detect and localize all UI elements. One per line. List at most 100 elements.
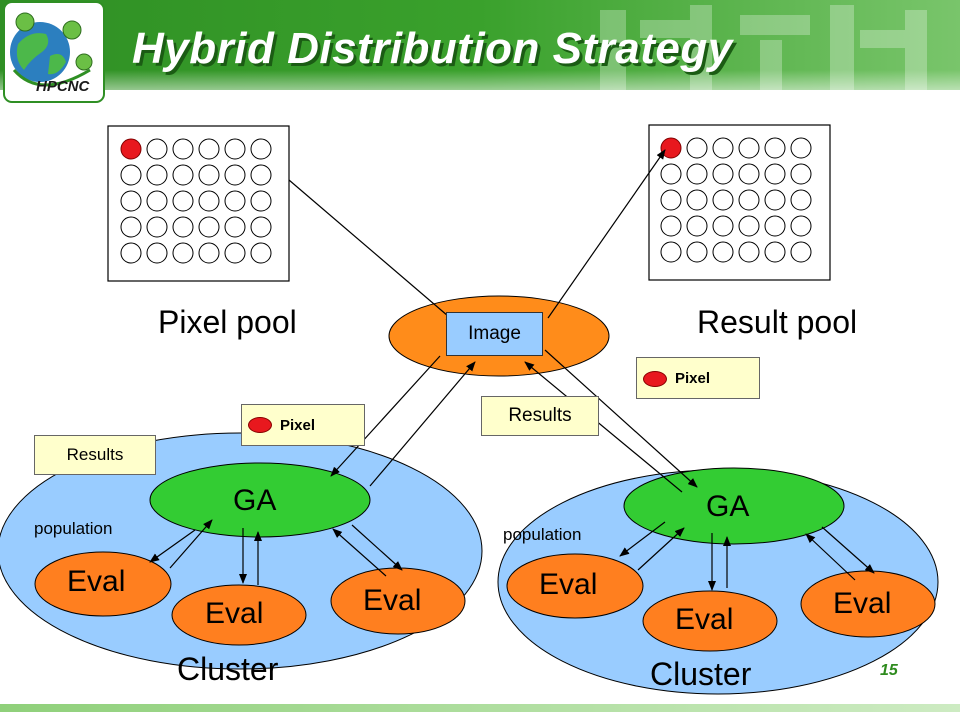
- ga-right-ellipse: [623, 467, 845, 545]
- page-number: 15: [880, 662, 898, 679]
- logo-label: HPCNC: [36, 78, 90, 95]
- arrow-ga-left-eval-3-down: [351, 524, 403, 571]
- pixel-pool-pixel: [146, 164, 168, 186]
- pixel-pool-grid: [120, 138, 272, 264]
- arrow-image-to-ga-left: [330, 355, 441, 477]
- result-pool-pixel: [686, 189, 708, 211]
- result-pool-pixel: [738, 241, 760, 263]
- eval-right-2: [642, 590, 778, 652]
- pixel-pool-pixel: [146, 216, 168, 238]
- pixel-pool-pixel: [146, 138, 168, 160]
- pixel-pool-pixel: [172, 242, 194, 264]
- pixel-pool-pixel: [198, 216, 220, 238]
- population-right-label: population: [503, 525, 582, 544]
- result-pool-pixel: [686, 241, 708, 263]
- pixel-pool-pixel: [250, 164, 272, 186]
- result-pool-pixel: [660, 189, 682, 211]
- pixel-pool-pixel: [224, 190, 246, 212]
- ga-right-label: GA: [706, 490, 750, 523]
- pixel-pool-pixel: [224, 216, 246, 238]
- result-pool-pixel: [764, 137, 786, 159]
- result-pool-pixel: [712, 137, 734, 159]
- pixel-pool-pixel: [224, 242, 246, 264]
- pixel-pool-pixel: [250, 138, 272, 160]
- pixel-pool-pixel: [172, 216, 194, 238]
- pixel-note-left-label: Pixel: [280, 417, 316, 434]
- image-box: Image: [446, 312, 543, 356]
- pixel-pool-pixel: [224, 164, 246, 186]
- arrow-ga-right-to-image: [524, 361, 683, 493]
- arrow-image-to-ga-right: [544, 349, 698, 488]
- eval-right-1: [506, 553, 644, 619]
- result-pool-pixel: [764, 241, 786, 263]
- eval-left-1: [34, 551, 172, 617]
- eval-left-2-label: Eval: [205, 597, 264, 630]
- result-pool-pixel: [738, 137, 760, 159]
- arrow-pixel-pool-to-image: [288, 179, 456, 323]
- footer-bar: [0, 704, 960, 712]
- pixel-pool-pixel: [250, 216, 272, 238]
- pixel-pool-pixel: [198, 138, 220, 160]
- arrow-ga-right-eval-1-down: [619, 521, 666, 557]
- pixel-pool-pixel: [198, 190, 220, 212]
- result-pool-pixel: [660, 163, 682, 185]
- arrow-eval-3-ga-right-up: [805, 533, 856, 581]
- cluster-right-label: Cluster: [650, 656, 752, 692]
- header-banner: Hybrid Distribution Strategy Hybrid Dist…: [0, 0, 960, 105]
- arrow-image-to-result-pool: [547, 149, 666, 319]
- eval-left-3-label: Eval: [363, 584, 422, 617]
- logo-icon: [3, 1, 105, 103]
- pixel-dot-icon: [248, 417, 272, 433]
- result-pool-pixel: [738, 215, 760, 237]
- eval-left-2: [171, 584, 307, 646]
- ga-left-label: GA: [233, 484, 277, 517]
- result-pool-highlighted-pixel: [660, 137, 682, 159]
- arrow-ga-right-eval-3-down: [821, 526, 875, 574]
- eval-left-1-label: Eval: [67, 565, 126, 598]
- result-pool-pixel: [790, 189, 812, 211]
- pixel-pool-pixel: [250, 242, 272, 264]
- page-title-shadow: Hybrid Distribution Strategy: [135, 27, 736, 76]
- arrow-eval-1-ga-left-up: [169, 519, 213, 569]
- result-pool-pixel: [738, 163, 760, 185]
- arrow-ga-left-eval-1-down: [149, 529, 196, 563]
- pixel-pool-pixel: [198, 242, 220, 264]
- pixel-pool-pixel: [146, 242, 168, 264]
- header-background: [0, 0, 960, 105]
- pixel-note-right-label: Pixel: [675, 370, 711, 387]
- result-pool-pixel: [790, 241, 812, 263]
- pixel-pool-pixel: [120, 216, 142, 238]
- cluster-left-label: Cluster: [177, 651, 279, 687]
- result-pool-label: Result pool: [697, 304, 858, 340]
- pixel-note-left: Pixel: [241, 404, 365, 446]
- result-pool-pixel: [712, 241, 734, 263]
- pixel-note-right: Pixel: [636, 357, 760, 399]
- pixel-pool-pixel: [172, 138, 194, 160]
- pixel-pool-highlighted-pixel: [120, 138, 142, 160]
- result-pool-pixel: [712, 163, 734, 185]
- results-note-right: Results: [481, 396, 599, 436]
- result-pool-pixel: [712, 189, 734, 211]
- pixel-pool-pixel: [198, 164, 220, 186]
- eval-right-2-label: Eval: [675, 603, 734, 636]
- result-pool-pixel: [790, 137, 812, 159]
- eval-right-3-label: Eval: [833, 587, 892, 620]
- page-title: Hybrid Distribution Strategy: [132, 24, 733, 73]
- pixel-pool-pixel: [224, 138, 246, 160]
- result-pool-pixel: [660, 241, 682, 263]
- population-left-label: population: [34, 519, 113, 538]
- results-note-left: Results: [34, 435, 156, 475]
- result-pool-pixel: [686, 137, 708, 159]
- pixel-pool-pixel: [146, 190, 168, 212]
- pixel-pool-pixel: [172, 164, 194, 186]
- eval-right-1-label: Eval: [539, 568, 598, 601]
- result-pool-pixel: [686, 215, 708, 237]
- arrow-eval-3-ga-left-up: [332, 528, 387, 577]
- pixel-pool-pixel: [172, 190, 194, 212]
- pixel-pool-pixel: [120, 164, 142, 186]
- pixel-pool-pixel: [120, 190, 142, 212]
- result-pool-pixel: [790, 215, 812, 237]
- result-pool-pixel: [660, 215, 682, 237]
